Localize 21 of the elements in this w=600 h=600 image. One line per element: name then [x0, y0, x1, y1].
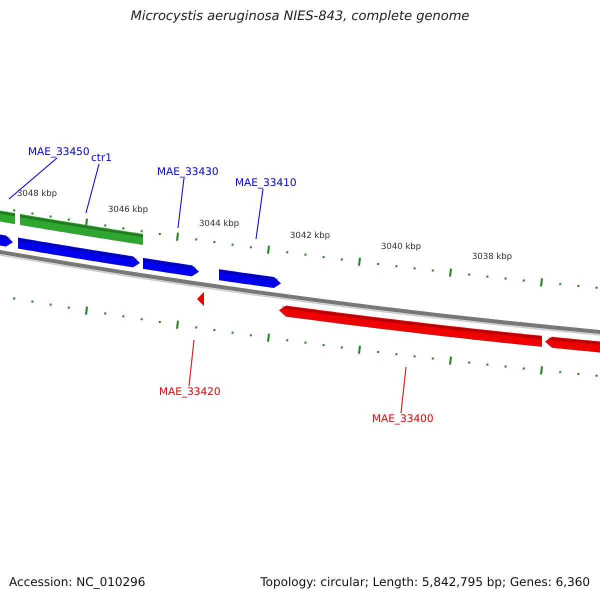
tick-label: 3040 kbp: [381, 242, 422, 252]
gene-label: MAE_33430: [157, 166, 219, 178]
leader-line: [178, 178, 184, 228]
leader-line: [86, 164, 100, 214]
tick-label: 3046 kbp: [108, 205, 148, 215]
tick-label: 3042 kbp: [290, 231, 330, 241]
footer-text: Topology: circular; Length: 5,842,795 bp; Genes: 6,360: [260, 575, 590, 589]
leader-line: [400, 366, 406, 414]
leader-line: [188, 340, 194, 386]
gene-label: MAE_33400: [372, 413, 434, 425]
leader-line: [256, 188, 264, 240]
tick-label: 3038 kbp: [472, 252, 512, 262]
tick-label: 3044 kbp: [199, 219, 240, 229]
gene-label: MAE_33450: [28, 146, 90, 158]
tick-label: 3048 kbp: [17, 189, 58, 199]
gene-label: MAE_33410: [235, 177, 297, 189]
title: Microcystis aeruginosa NIES-843, complete genome: [130, 9, 470, 24]
gene-label: MAE_33420: [159, 386, 221, 398]
leader-line: [8, 158, 58, 200]
footer-text: Accession: NC_010296: [9, 575, 146, 589]
gene-label: ctr1: [91, 152, 112, 164]
